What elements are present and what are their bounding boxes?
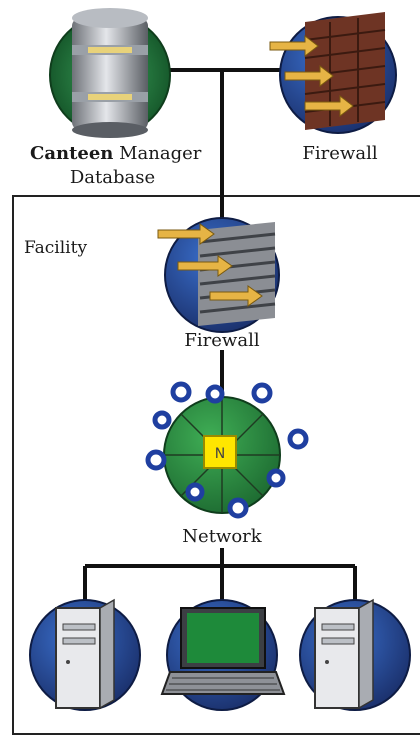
firewall-facility-label: Firewall — [184, 330, 260, 351]
database-label: Canteen Manager — [30, 143, 201, 165]
database-label-line2: Database — [69, 167, 156, 188]
firewall-icon-top — [269, 12, 397, 134]
database-label-rest: Manager — [113, 143, 202, 164]
connections — [83, 68, 357, 608]
facility-label: Facility — [24, 238, 88, 258]
firewall-top-label: Firewall — [302, 143, 378, 164]
database-label-bold: Canteen — [30, 143, 114, 164]
network-hub-icon: N — [145, 381, 309, 519]
laptop-computer-icon — [160, 599, 286, 711]
desktop-computer-icon-right — [299, 598, 411, 711]
database-icon — [49, 8, 171, 138]
network-label: Network — [182, 526, 262, 547]
desktop-computer-icon-left — [29, 598, 141, 711]
firewall-icon-facility — [157, 217, 280, 333]
svg-text:N: N — [215, 446, 225, 462]
